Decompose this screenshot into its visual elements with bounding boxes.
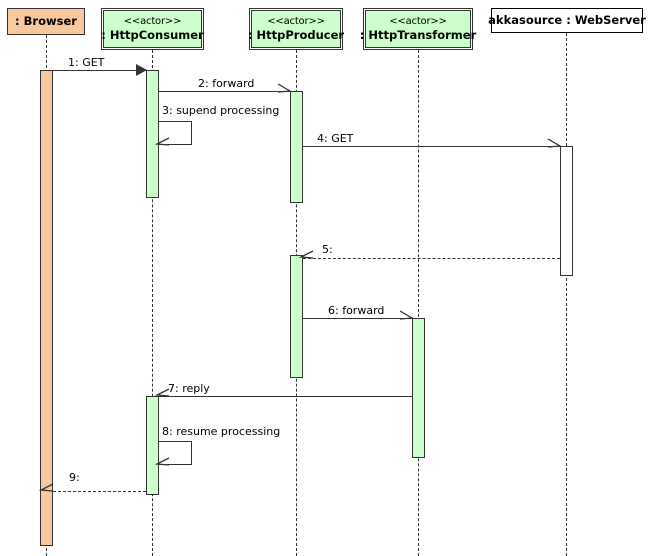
participant-httpproducer-stereotype: <<actor>>: [267, 15, 325, 27]
participant-httpproducer[interactable]: <<actor>> : HttpProducer: [247, 8, 345, 50]
message-4-line: [303, 146, 560, 147]
message-6-label: 6: forward: [328, 304, 385, 317]
participant-httptransformer-stereotype: <<actor>>: [389, 15, 447, 27]
participant-webserver[interactable]: akkasource : WebServer: [488, 8, 646, 33]
participant-httptransformer-label: : HttpTransformer: [359, 28, 477, 43]
activation-httpproducer-2: [290, 255, 303, 378]
message-9-line: [53, 491, 146, 492]
message-3-selfloop: [159, 121, 192, 145]
activation-httpproducer-1: [290, 91, 303, 203]
activation-webserver: [560, 146, 573, 276]
participant-httpconsumer[interactable]: <<actor>> : HttpConsumer: [101, 8, 204, 50]
activation-browser: [40, 70, 53, 546]
participant-webserver-label: akkasource : WebServer: [488, 13, 646, 28]
message-2-label: 2: forward: [198, 77, 255, 90]
participant-browser[interactable]: : Browser: [7, 8, 85, 35]
message-7-line: [159, 396, 412, 397]
message-1-line: [53, 70, 146, 71]
lifeline-webserver: [566, 33, 567, 556]
participant-browser-label: : Browser: [15, 14, 77, 29]
message-5-label: 5:: [322, 243, 333, 256]
activation-httpconsumer-1: [146, 70, 159, 198]
message-4-label: 4: GET: [317, 132, 354, 145]
participant-httpconsumer-stereotype: <<actor>>: [123, 15, 182, 27]
message-1-label: 1: GET: [68, 56, 105, 69]
message-3-label: 3: supend processing: [162, 104, 280, 117]
message-5-line: [303, 258, 560, 259]
lifeline-httptransformer: [418, 50, 419, 556]
message-9-label: 9:: [69, 471, 80, 484]
message-7-label: 7: reply: [168, 382, 210, 395]
activation-httpconsumer-2: [146, 396, 159, 495]
message-8-label: 8: resume processing: [162, 425, 281, 438]
message-6-line: [303, 318, 412, 319]
lifeline-httpconsumer: [152, 50, 153, 556]
participant-httpproducer-label: : HttpProducer: [247, 28, 345, 43]
activation-httptransformer: [412, 318, 425, 458]
message-2-line: [159, 91, 290, 92]
message-8-selfloop: [159, 441, 192, 465]
participant-httpconsumer-label: : HttpConsumer: [101, 28, 204, 43]
participant-httptransformer[interactable]: <<actor>> : HttpTransformer: [360, 8, 476, 50]
